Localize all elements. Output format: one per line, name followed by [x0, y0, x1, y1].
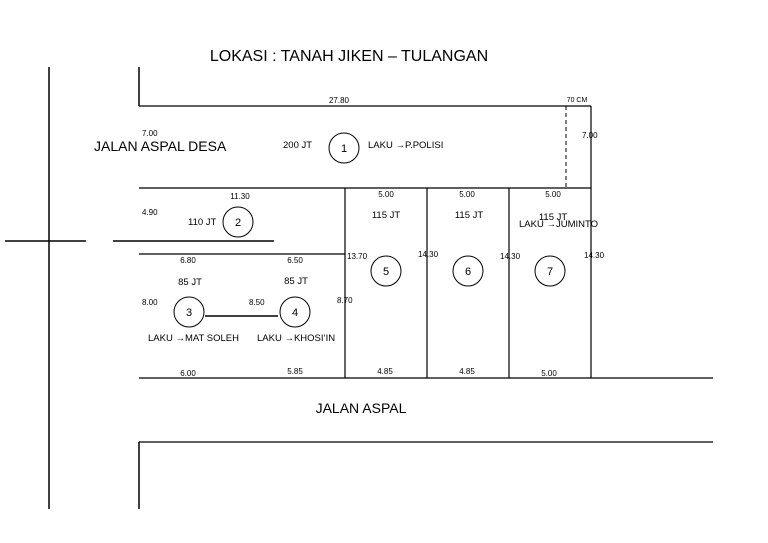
dim-p4-left: 8.50: [249, 298, 265, 307]
dim-p5-left: 13.70: [347, 252, 368, 261]
plot-4-marker: [279, 296, 311, 328]
road-label-desa: JALAN ASPAL DESA: [94, 138, 227, 154]
plot-7-note: LAKU →JUMINTO: [519, 219, 598, 230]
dim-bottom-1: 6.00: [180, 369, 196, 378]
dim-right-side: 14.30: [584, 251, 605, 260]
plot-5-number: 5: [383, 266, 389, 278]
dim-bottom-5: 5.00: [541, 369, 557, 378]
dim-top: 27.80: [329, 96, 350, 105]
plot-4-price: 85 JT: [284, 276, 308, 287]
dim-left-top: 7.00: [142, 129, 158, 138]
plot-2-price: 110 JT: [188, 217, 217, 228]
road-label-aspal: JALAN ASPAL: [316, 400, 407, 416]
dim-p2-left: 4.90: [142, 208, 158, 217]
plot-4-number: 4: [292, 307, 298, 319]
dim-p6-left: 14.30: [418, 250, 439, 259]
plot-3-price: 85 JT: [178, 277, 202, 288]
plot-1-number: 1: [341, 143, 347, 155]
dim-p3-left: 8.00: [142, 298, 158, 307]
dim-p7-top: 5.00: [545, 190, 561, 199]
dim-bottom-2: 5.85: [287, 367, 303, 376]
plot-2-number: 2: [235, 217, 241, 229]
plot-3-note: LAKU →MAT SOLEH: [148, 333, 239, 344]
plot-1-marker: [328, 132, 360, 164]
plot-6-price: 115 JT: [455, 210, 484, 221]
plot-7-price: 115 JT: [539, 212, 568, 223]
diagram-title: LOKASI : TANAH JIKEN – TULANGAN: [210, 48, 488, 65]
plot-6-number: 6: [465, 266, 471, 278]
dim-bottom-3: 4.85: [377, 367, 393, 376]
dim-p4-right: 8.70: [337, 296, 353, 305]
plot-2-marker: [222, 206, 254, 238]
dim-p5-top: 5.00: [378, 190, 394, 199]
plot-5-price: 115 JT: [372, 210, 401, 221]
dim-mid-left: 6.80: [180, 256, 196, 265]
dim-70cm: 70 CM: [567, 97, 588, 104]
dim-right-top: 7.00: [582, 131, 598, 140]
dim-p6-top: 5.00: [459, 190, 475, 199]
plot-1-note: LAKU →P.POLISI: [368, 140, 443, 151]
plot-6-marker: [452, 255, 484, 287]
plot-3-number: 3: [186, 307, 192, 319]
plot-1-price: 200 JT: [283, 140, 312, 151]
dim-p2-top: 11.30: [230, 192, 250, 201]
plot-7-marker: [534, 255, 566, 287]
dim-bottom-4: 4.85: [459, 367, 475, 376]
plot-4-note: LAKU →KHOSI’IN: [257, 333, 335, 344]
plot-5-marker: [370, 255, 402, 287]
plot-7-number: 7: [547, 266, 553, 278]
dim-mid-right: 6.50: [287, 256, 303, 265]
dim-p7-left: 14.30: [500, 252, 521, 261]
plot-3-marker: [173, 296, 205, 328]
